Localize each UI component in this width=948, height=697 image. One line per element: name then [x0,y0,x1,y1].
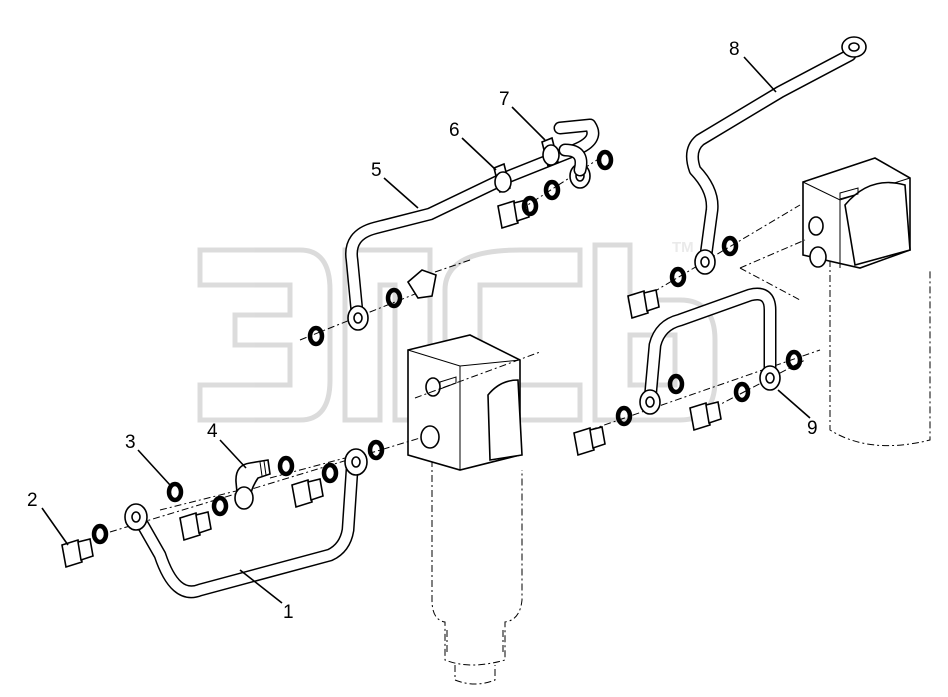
fitting-4 [234,459,271,510]
clamp-7 [541,136,560,168]
leader-lines [41,56,811,604]
filter-left [407,334,523,685]
callout-5: 5 [371,160,382,181]
callouts: 1 2 3 4 5 6 7 8 9 [27,39,818,623]
callout-2: 2 [27,490,38,511]
callout-6: 6 [449,120,460,141]
tube-8 [685,36,867,275]
bolts [61,199,722,569]
callout-3: 3 [125,432,136,453]
callout-8: 8 [729,39,740,60]
tube-5 [345,118,600,331]
tube-9 [639,287,781,415]
tube-1 [124,448,368,599]
callout-4: 4 [207,421,218,442]
callout-9: 9 [807,418,818,439]
callout-1: 1 [283,602,294,623]
callout-7: 7 [499,89,510,110]
filter-right [802,157,931,447]
clamp-6 [493,162,512,194]
watermark-tm: TM [672,239,694,256]
bolt-2 [61,538,94,569]
washers [91,149,803,545]
